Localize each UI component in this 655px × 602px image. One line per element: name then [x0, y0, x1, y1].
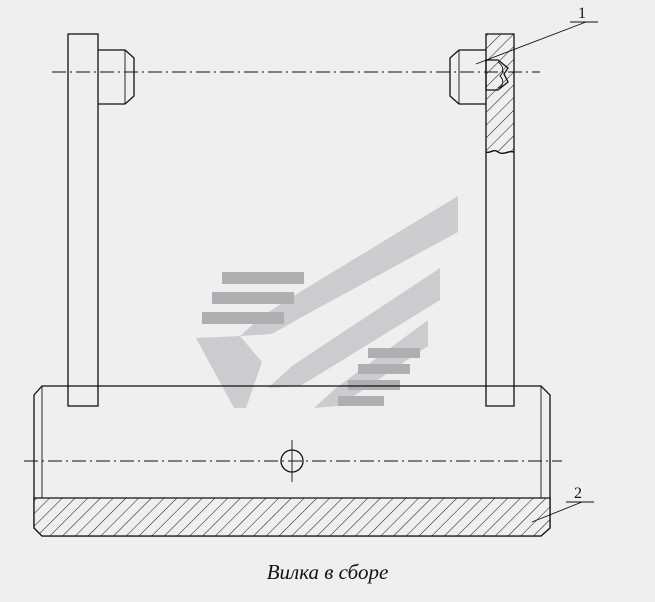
callout-1-label: 1: [578, 5, 586, 22]
callout-1: 1: [475, 5, 598, 65]
right-fork-arm: [485, 33, 515, 407]
left-pin: [98, 49, 135, 105]
base-shaft: [33, 385, 551, 537]
figure-caption: Вилка в сборе: [266, 560, 389, 584]
right-pin: [449, 49, 509, 105]
watermark-logo: [196, 196, 458, 408]
callout-2-label: 2: [574, 485, 582, 502]
left-fork-arm: [67, 33, 99, 407]
callout-2: 2: [531, 485, 594, 523]
